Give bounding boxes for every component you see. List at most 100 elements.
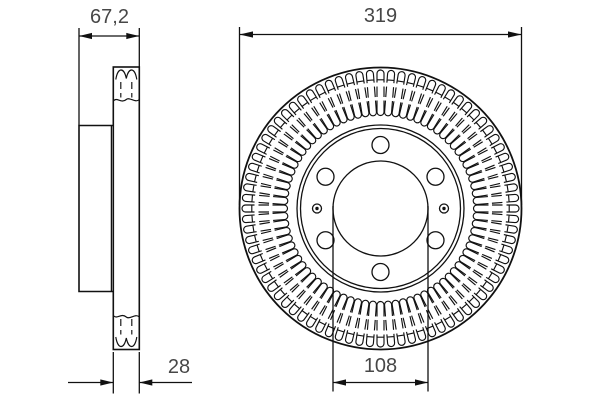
vent-slot <box>398 73 417 119</box>
vent-slot <box>245 226 291 245</box>
side-view-top-break-line <box>112 98 140 102</box>
vent-slot <box>280 272 317 309</box>
pin-hole <box>438 203 450 214</box>
vent-slot <box>355 71 370 118</box>
front-view <box>238 66 523 351</box>
vent-slot <box>391 299 406 346</box>
bolt-hole <box>426 231 445 250</box>
side-view-bottom-break-line <box>112 314 140 319</box>
vent-slot <box>267 261 307 292</box>
vent-slot <box>248 162 293 183</box>
vent-slot <box>470 226 516 245</box>
side-view-top-vane-arcs <box>115 69 138 80</box>
vent-slot <box>251 152 296 176</box>
vent-slot <box>420 84 446 127</box>
vent-slot <box>243 219 290 234</box>
vent-slot <box>406 76 427 121</box>
vent-slot <box>472 212 520 224</box>
vent-slot <box>241 204 289 213</box>
front-view-center-bore <box>332 160 429 257</box>
side-view-friction-ring <box>112 66 141 351</box>
vent-slot <box>245 172 291 191</box>
vent-slot <box>315 84 341 127</box>
bolt-hole <box>316 231 335 250</box>
vent-slot <box>261 254 303 284</box>
dim-bore-arrowhead-right <box>415 379 428 386</box>
vent-slot <box>449 267 488 301</box>
side-view-hat-outline <box>78 124 114 293</box>
dim-thickness-arrowhead-left <box>100 379 114 386</box>
vent-slot <box>376 300 385 348</box>
vent-slot <box>420 290 446 333</box>
vent-slot <box>251 241 296 265</box>
vent-slot <box>458 254 500 284</box>
vent-slot <box>261 133 303 163</box>
vent-slot <box>471 183 518 198</box>
bolt-hole <box>371 262 390 282</box>
vent-slot <box>470 172 516 191</box>
vent-slot <box>355 299 370 346</box>
vent-slot <box>297 95 328 135</box>
vent-slot <box>433 282 464 322</box>
pin-hole-group <box>311 203 450 214</box>
vent-slot <box>468 162 513 183</box>
vent-slot <box>472 204 520 213</box>
vent-slot <box>472 193 520 205</box>
side-view <box>78 66 141 351</box>
vent-slot <box>384 69 396 117</box>
vent-slot <box>454 261 494 292</box>
vent-slot <box>324 293 348 338</box>
vent-slot <box>241 193 289 205</box>
vent-slot <box>365 300 377 348</box>
pin-hole <box>311 203 323 214</box>
vent-slot <box>344 298 363 344</box>
front-view-hat-circle-outer <box>296 124 465 293</box>
vent-slot <box>391 71 406 118</box>
vent-slot <box>462 143 505 169</box>
pin-hole-center-mark <box>315 206 319 211</box>
vent-slot <box>439 101 473 140</box>
bolt-hole <box>426 167 445 186</box>
vent-slot <box>288 277 322 316</box>
vent-slot <box>471 219 518 234</box>
vent-slot <box>384 300 396 348</box>
vent-slot <box>334 296 355 341</box>
vent-slot <box>465 241 510 265</box>
side-view-bottom-vane-arcs <box>115 336 138 348</box>
vent-slot <box>267 125 307 156</box>
vent-slot <box>449 116 488 150</box>
dim-bore-arrowhead-left <box>333 379 346 386</box>
dim-center-bore-label: 108 <box>363 355 398 377</box>
vent-slot <box>248 234 293 255</box>
vent-slot <box>433 95 464 135</box>
dim-thickness-label: 28 <box>167 356 191 378</box>
vent-ring <box>241 69 520 348</box>
pin-hole-center-mark <box>442 206 446 211</box>
vent-slot <box>241 212 289 224</box>
vent-slot <box>315 290 341 333</box>
dim-od-arrowhead-left <box>239 31 253 38</box>
dim-width-arrowhead-right <box>126 32 140 40</box>
bolt-hole-group <box>316 135 445 282</box>
vent-slot <box>273 116 312 150</box>
dim-od-arrowhead-right <box>508 31 522 38</box>
vent-slot <box>426 286 456 328</box>
vent-slot <box>280 108 317 145</box>
vent-slot <box>406 296 427 341</box>
vent-slot <box>256 143 299 169</box>
bolt-hole <box>316 167 335 186</box>
dimensions <box>68 27 523 394</box>
vent-slot <box>243 183 290 198</box>
dim-thickness-arrowhead-right <box>139 379 153 386</box>
vent-slot <box>398 298 417 344</box>
vent-slot <box>444 108 481 145</box>
vent-slot <box>465 152 510 176</box>
bolt-hole <box>371 135 390 155</box>
vent-slot <box>426 89 456 131</box>
vent-slot <box>334 76 355 121</box>
dim-overall-width-label: 67,2 <box>90 6 129 28</box>
front-view-hat-circle-inner <box>299 127 462 290</box>
front-view-outer-circle <box>238 66 523 351</box>
